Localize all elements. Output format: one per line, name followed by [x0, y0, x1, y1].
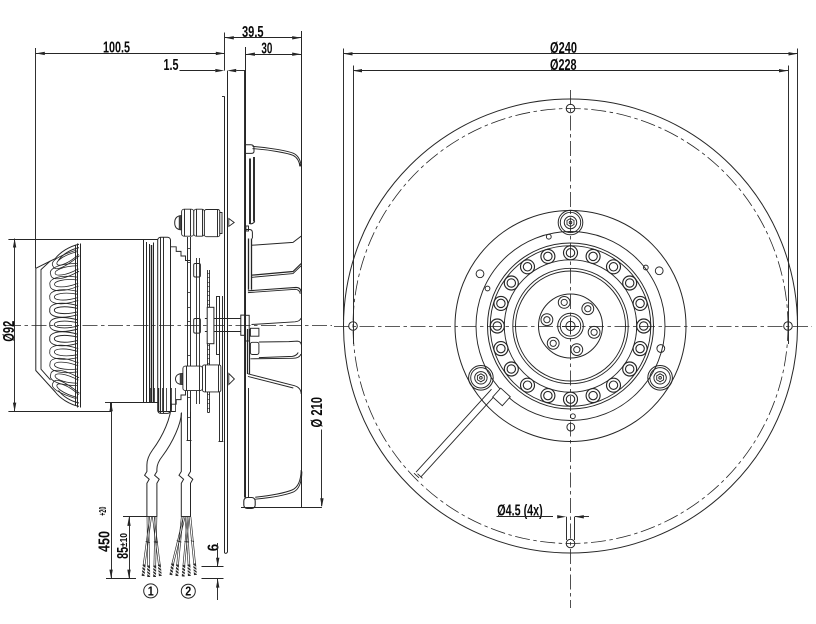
- svg-text:1.5: 1.5: [164, 57, 179, 74]
- svg-text:450: 450: [97, 531, 114, 552]
- svg-text:30: 30: [261, 40, 272, 57]
- svg-text:1: 1: [148, 584, 154, 598]
- svg-text:+20: +20: [98, 506, 109, 515]
- svg-text:Ø240: Ø240: [550, 40, 577, 57]
- svg-text:Ø4.5 (4x): Ø4.5 (4x): [497, 502, 542, 519]
- svg-text:Ø228: Ø228: [550, 57, 577, 74]
- svg-text:85: 85: [115, 547, 132, 559]
- svg-text:±10: ±10: [118, 533, 130, 547]
- svg-text:Ø 210: Ø 210: [309, 397, 326, 428]
- svg-text:100.5: 100.5: [103, 40, 130, 57]
- svg-text:2: 2: [185, 585, 191, 599]
- svg-text:Ø92: Ø92: [1, 321, 18, 342]
- svg-text:6: 6: [205, 543, 222, 551]
- svg-text:39.5: 39.5: [242, 24, 264, 41]
